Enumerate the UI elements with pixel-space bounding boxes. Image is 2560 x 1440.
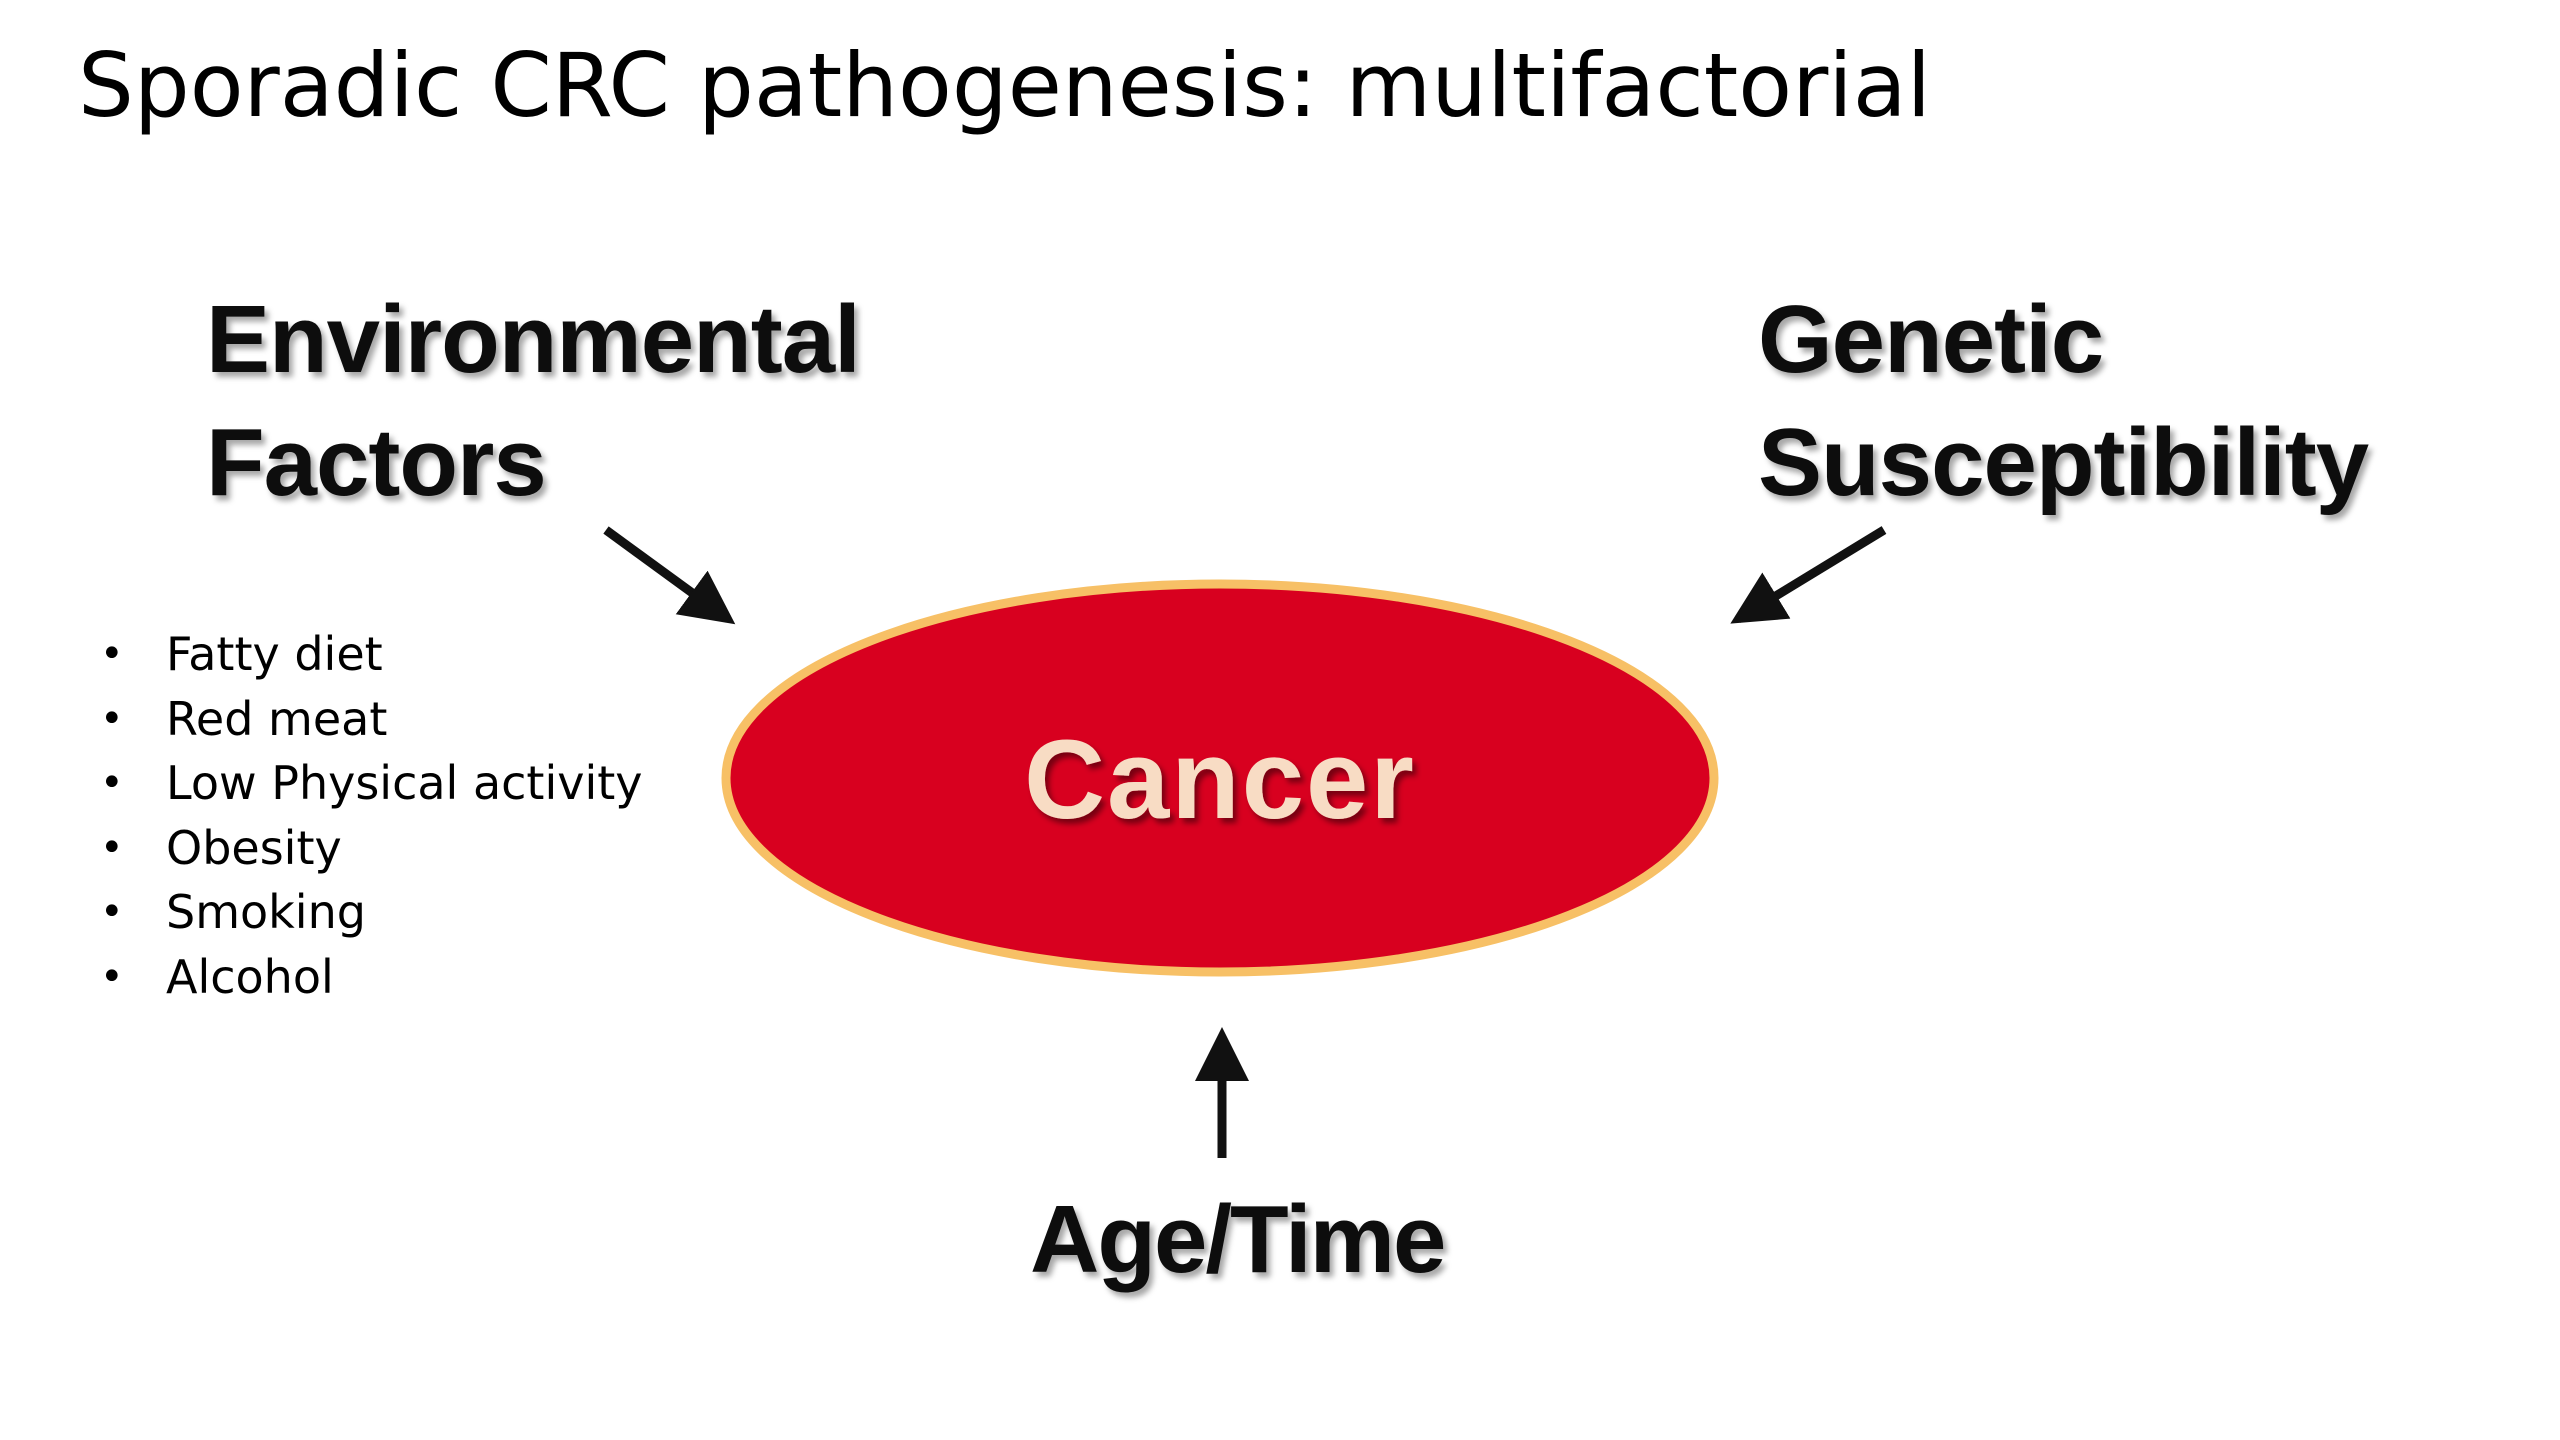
list-item: Fatty diet — [100, 622, 643, 687]
list-item: Smoking — [100, 880, 643, 945]
environmental-arrow — [603, 526, 736, 625]
environmental-label-line1: Environmental — [206, 286, 861, 393]
genetic-label-line2: Susceptibility — [1758, 409, 2369, 516]
genetic-label-line1: Genetic — [1758, 286, 2104, 393]
genetic-arrow — [1730, 526, 1887, 624]
list-item: Obesity — [100, 816, 643, 881]
cancer-ellipse — [721, 579, 1719, 977]
genetic-susceptibility-label: Genetic Susceptibility — [1758, 278, 2369, 524]
environmental-factors-label: Environmental Factors — [206, 278, 861, 524]
cancer-label: Cancer — [1024, 717, 1416, 842]
list-item: Low Physical activity — [100, 751, 643, 816]
list-item: Red meat — [100, 687, 643, 752]
environmental-label-line2: Factors — [206, 409, 547, 516]
slide-title: Sporadic CRC pathogenesis: multifactoria… — [78, 34, 1932, 137]
age-time-label: Age/Time — [1030, 1186, 1446, 1293]
list-item: Alcohol — [100, 945, 643, 1010]
environmental-factor-list: Fatty diet Red meat Low Physical activit… — [100, 622, 643, 1009]
